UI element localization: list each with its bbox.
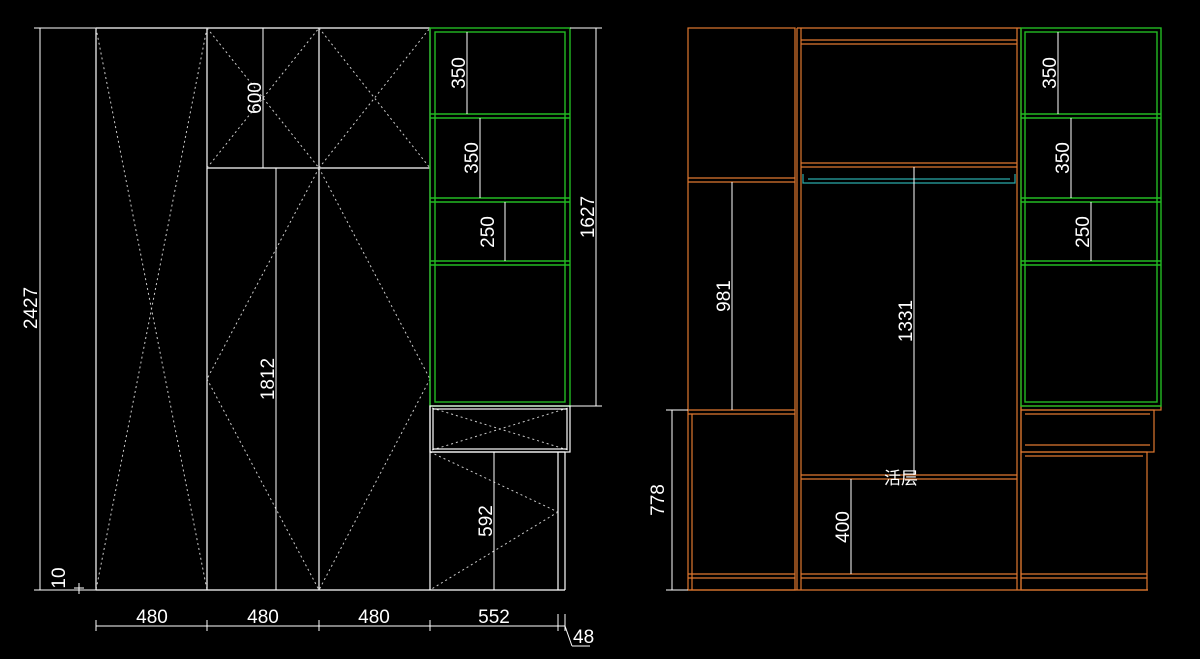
dim-base-gap: 10	[49, 567, 70, 588]
dim-lower-cabinet-height: 592	[476, 505, 497, 537]
dim-width-2: 480	[247, 607, 279, 628]
dim-lower-door-height: 1812	[258, 358, 279, 400]
dim-bottom-shelf-space: 400	[833, 511, 854, 543]
dim-side-panel: 48	[573, 627, 594, 648]
dim-width-4: 552	[478, 607, 510, 628]
section-shelf-unit	[1020, 27, 1162, 407]
dim-shelf-bay-2: 350	[462, 142, 483, 174]
dim-right-shelf-2: 350	[1053, 142, 1074, 174]
dim-left-upper-space: 981	[714, 280, 735, 312]
front-drawer	[429, 405, 571, 453]
dim-overall-height: 2427	[21, 287, 42, 329]
section-view	[666, 27, 1162, 591]
dim-width-1: 480	[136, 607, 168, 628]
dim-shelf-unit-height: 1627	[578, 196, 599, 238]
front-dimension-labels: 2427 10 600 1812 350 350 250 1627 592 48…	[21, 57, 599, 648]
door-swing-indicators	[95, 27, 569, 591]
dim-right-shelf-3: 250	[1073, 216, 1094, 248]
dim-shelf-bay-3: 250	[478, 216, 499, 248]
dim-upper-door-height: 600	[245, 82, 266, 114]
dim-shelf-bay-1: 350	[449, 57, 470, 89]
front-elevation	[34, 27, 602, 647]
dim-right-shelf-1: 350	[1040, 57, 1061, 89]
adjustable-shelf-label: 活层	[884, 469, 918, 489]
section-carcass	[687, 27, 1162, 591]
dim-width-3: 480	[358, 607, 390, 628]
section-dimension-lines	[666, 32, 1092, 591]
hanging-rail	[802, 174, 1016, 184]
dim-hanging-space: 1331	[896, 300, 917, 342]
front-dimension-lines	[34, 27, 602, 647]
dim-section-lower-cabinet: 778	[648, 484, 669, 516]
section-dimension-labels: 981 1331 778 400 350 350 250 活层	[648, 57, 1094, 543]
